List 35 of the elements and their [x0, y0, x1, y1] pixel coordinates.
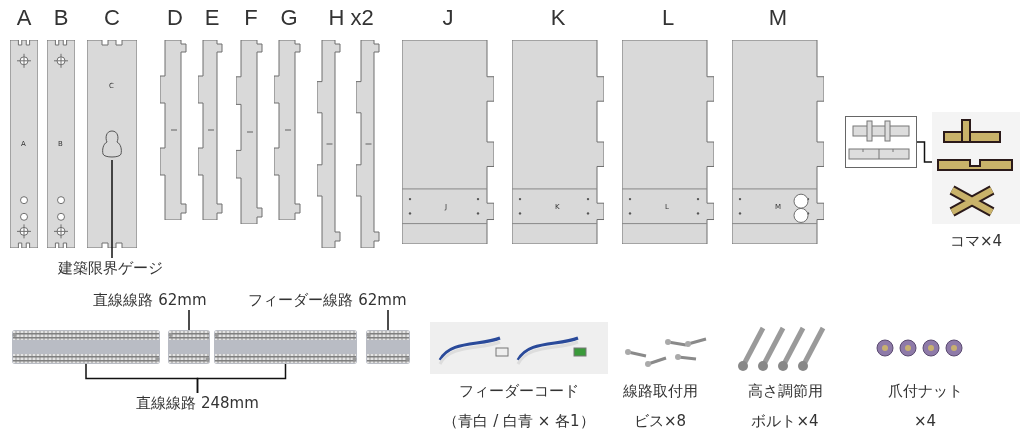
part-letter: E [203, 4, 221, 32]
leader-line [196, 363, 287, 394]
part-letter: B [52, 4, 70, 32]
item-caption: （青白 / 白青 × 各1） [442, 411, 596, 432]
panel-drawing [356, 40, 383, 248]
item-caption: コマ×4 [948, 231, 1004, 252]
item-caption: 高さ調節用ボルト×4 [746, 381, 824, 432]
gauge-cutout [101, 130, 123, 160]
part-letter: K [549, 4, 567, 32]
part-letter: D [166, 4, 184, 32]
part-letter: C [103, 4, 121, 32]
part-letter: M [767, 4, 789, 32]
part-label: フィーダー線路 62mm [240, 290, 415, 310]
track-drawing [168, 330, 210, 364]
leader-line [387, 309, 389, 331]
bracket-line [916, 141, 933, 163]
track-drawing [214, 330, 357, 364]
parts-sheet-drawing [845, 116, 917, 168]
part-letter: A [15, 4, 33, 32]
part-label: 直線線路 62mm [90, 290, 210, 310]
part-label: 建築限界ゲージ [50, 258, 170, 282]
part-letter: F [243, 4, 259, 32]
leader-line [188, 309, 190, 331]
part-letter: H x2 [327, 4, 375, 32]
part-letter: G [279, 4, 299, 32]
item-caption: 爪付ナット×4 [886, 381, 964, 432]
part-label: 直線線路 248mm [125, 393, 270, 413]
leader-line [111, 159, 113, 259]
item-caption: フィーダーコード [458, 381, 580, 402]
item-caption: 線路取付用ビス×8 [621, 381, 699, 432]
track-drawing [12, 330, 160, 364]
track-drawing [366, 330, 410, 364]
part-letter: J [441, 4, 455, 32]
panel-drawing [317, 40, 344, 248]
part-letter: L [660, 4, 676, 32]
